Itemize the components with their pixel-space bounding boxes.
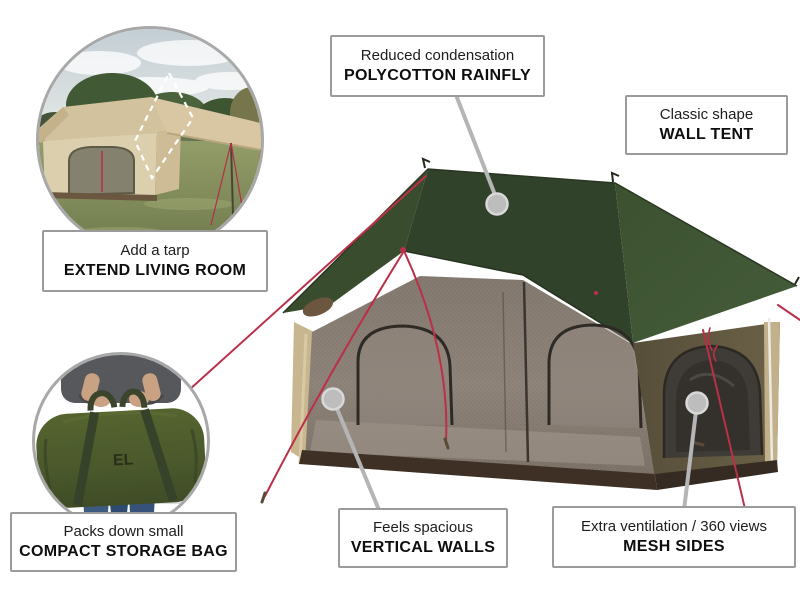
right-forearm: [142, 373, 161, 402]
roof-front-plane: [404, 169, 633, 343]
inset-photo-tarp: [36, 26, 264, 254]
callout-title: EXTEND LIVING ROOM: [63, 262, 247, 280]
small-tent: [39, 97, 181, 201]
callout-polycotton-rainfly: Reduced condensation POLYCOTTON RAINFLY: [330, 35, 545, 97]
callout-compact-storage-bag: Packs down small COMPACT STORAGE BAG: [10, 512, 237, 572]
connector-mesh-sides: [682, 402, 699, 511]
callout-title: COMPACT STORAGE BAG: [19, 543, 228, 561]
callout-point-vertical-walls-icon: [321, 387, 345, 411]
guy-rope-front-left: [264, 250, 405, 497]
bag-handle-left: [87, 390, 118, 411]
interior-floor-glimpse: [310, 420, 645, 466]
front-mesh-wall: [299, 276, 657, 490]
callout-title: VERTICAL WALLS: [350, 539, 496, 557]
callout-subtext: Classic shape: [659, 105, 754, 123]
front-left-pole: [298, 333, 308, 465]
callout-subtext: Extra ventilation / 360 views: [581, 517, 767, 535]
bag-strap-left: [73, 411, 100, 507]
ridge-tab-left-icon: [421, 157, 431, 169]
eave-knot: [400, 247, 406, 253]
roof-front-eave-edge: [403, 250, 634, 344]
rear-corner-canvas: [764, 322, 780, 464]
bag-strap-right: [140, 408, 178, 502]
duffel-bag: EL: [35, 388, 206, 508]
ridge-tab-right-icon: [610, 171, 620, 183]
storage-bag-art: EL: [35, 355, 206, 527]
front-door-arch-left: [356, 324, 454, 426]
tarp-photo-art: [39, 29, 261, 251]
callout-subtext: Packs down small: [63, 522, 184, 540]
front-skirt: [299, 450, 657, 490]
callout-extend-living-room: Add a tarp EXTEND LIVING ROOM: [42, 230, 268, 292]
roof-right-plane: [615, 183, 797, 343]
callout-point-rainfly-icon: [485, 192, 509, 216]
side-mesh-wall: [633, 317, 780, 490]
callout-wall-tent: Classic shape WALL TENT: [625, 95, 788, 155]
connector-rainfly: [454, 94, 499, 201]
inset-photo-storage-bag: EL: [32, 352, 210, 530]
stake-front: [443, 437, 450, 450]
guy-rope-rear: [777, 304, 800, 321]
front-door-arch-right: [547, 323, 643, 429]
red-tie-cord-1: [707, 327, 713, 351]
eave-tab-icon: [794, 276, 800, 285]
callout-connectors: [321, 94, 709, 511]
callout-subtext: Feels spacious: [372, 518, 474, 536]
callout-point-mesh-sides-icon: [685, 391, 709, 415]
red-tie-cord-2: [712, 345, 718, 362]
callout-vertical-walls: Feels spacious VERTICAL WALLS: [338, 508, 508, 568]
callout-title: WALL TENT: [659, 126, 754, 144]
bag-handle-right: [119, 388, 148, 409]
bag-logo: EL: [113, 451, 135, 469]
stake-left: [260, 491, 267, 504]
callout-subtext: Reduced condensation: [360, 46, 515, 64]
red-toggle: [594, 291, 598, 295]
interior-pole: [502, 291, 507, 453]
rear-right-pole: [767, 317, 774, 466]
callout-title: POLYCOTTON RAINFLY: [343, 67, 532, 85]
front-center-divider: [522, 281, 530, 463]
tarp-pole: [230, 142, 234, 216]
tarp-connection-dashed-outline: [133, 70, 195, 181]
callout-subtext: Add a tarp: [120, 241, 190, 259]
guy-rope-front-door: [403, 250, 448, 442]
rolled-door-fabric: [302, 297, 334, 317]
connector-vertical-walls: [331, 398, 381, 511]
callout-title: MESH SIDES: [623, 538, 725, 556]
side-door-sheen: [689, 372, 735, 388]
callout-mesh-sides: Extra ventilation / 360 views MESH SIDES: [552, 506, 796, 568]
